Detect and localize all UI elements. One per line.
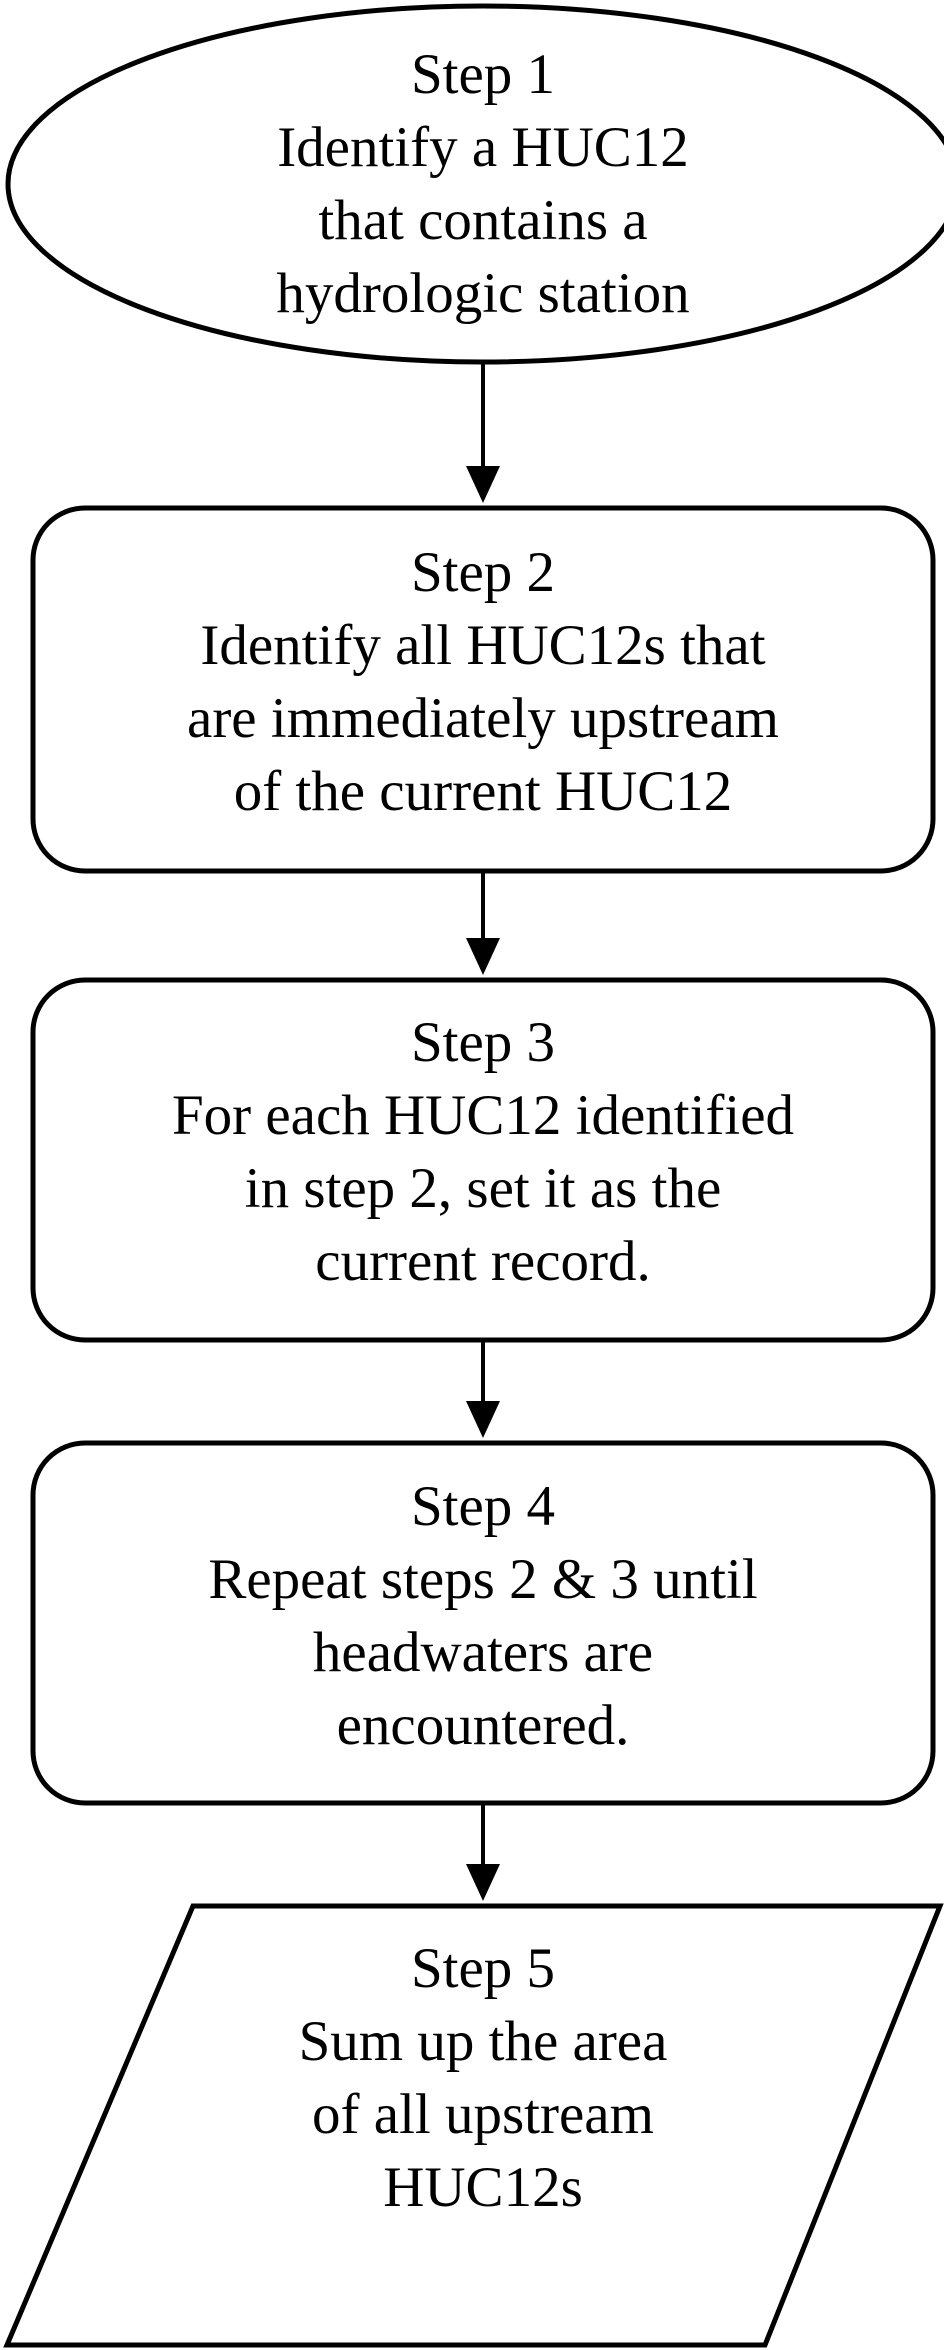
step4-box (30, 1440, 936, 1806)
arrowhead-step4-to-step5 (466, 1864, 500, 1901)
step4-line-2: headwaters are (312, 1621, 654, 1684)
step3-line-1: For each HUC12 identified (171, 1084, 795, 1147)
step2-line-1: Identify all HUC12s that (200, 614, 766, 677)
step4-title: Step 4 (410, 1475, 556, 1538)
arrowhead-step2-to-step3 (466, 938, 500, 975)
step5-line-1: Sum up the area (298, 2010, 668, 2073)
step3-text: Step 3 For each HUC12 identified in step… (33, 1006, 933, 1298)
step5-text: Step 5 Sum up the area of all upstream H… (173, 1932, 793, 2224)
step4-line-1: Repeat steps 2 & 3 until (208, 1548, 758, 1611)
step5-parallelogram (3, 1903, 944, 2348)
step2-title: Step 2 (410, 541, 556, 604)
step1-line-2: that contains a (318, 189, 648, 252)
step1-ellipse (5, 3, 944, 365)
step3-line-2: in step 2, set it as the (244, 1157, 722, 1220)
step3-line-3: current record. (315, 1230, 651, 1293)
step3-title: Step 3 (410, 1011, 556, 1074)
step2-box (30, 505, 936, 874)
step5-line-3: HUC12s (383, 2156, 583, 2219)
step3-box (30, 977, 936, 1343)
step4-text: Step 4 Repeat steps 2 & 3 until headwate… (33, 1470, 933, 1762)
step5-title: Step 5 (410, 1937, 556, 2000)
arrowhead-step3-to-step4 (466, 1401, 500, 1438)
step5-line-2: of all upstream (312, 2083, 654, 2146)
step2-line-3: of the current HUC12 (233, 760, 733, 823)
step4-line-3: encountered. (336, 1694, 630, 1757)
step2-text: Step 2 Identify all HUC12s that are imme… (33, 536, 933, 828)
step1-line-1: Identify a HUC12 (277, 116, 689, 179)
arrowhead-step1-to-step2 (466, 466, 500, 503)
step1-text: Step 1 Identify a HUC12 that contains a … (133, 38, 833, 330)
step1-title: Step 1 (410, 43, 556, 106)
step2-line-2: are immediately upstream (187, 687, 779, 750)
step1-line-3: hydrologic station (276, 262, 690, 325)
